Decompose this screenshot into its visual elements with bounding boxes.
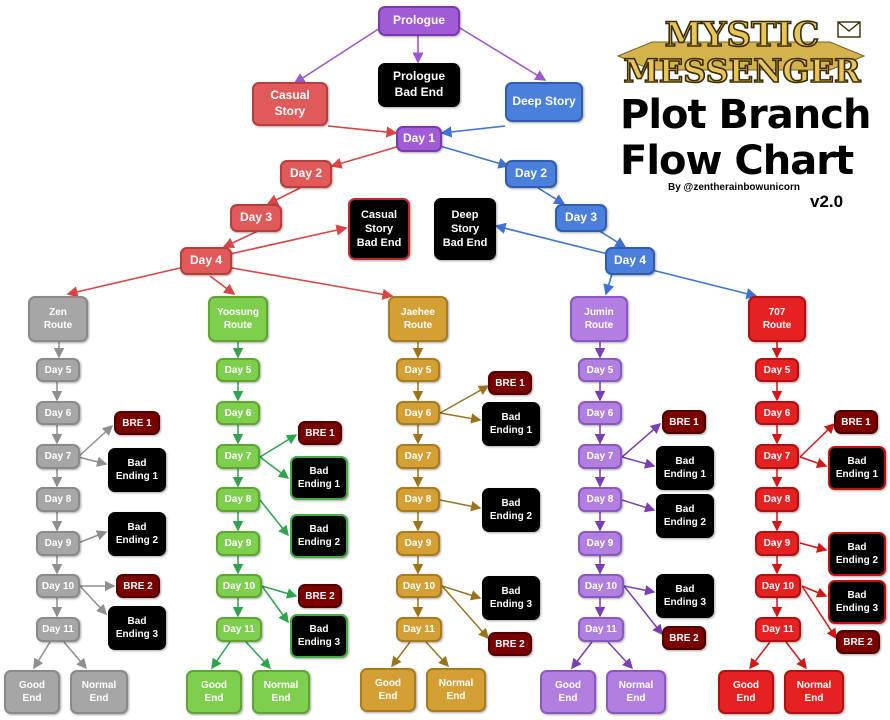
jumin-bad-ending-2-node[interactable]: Bad Ending 2 [656,494,714,538]
jaehee-good-end-node[interactable]: Good End [360,668,416,712]
prologue-node[interactable]: Prologue [378,6,460,36]
707-bre-2-node[interactable]: BRE 2 [836,630,880,654]
prologue-bad-end-node[interactable]: Prologue Bad End [378,63,460,107]
author-byline: By @zentherainbowunicorn [668,182,800,193]
707-day-10-node[interactable]: Day 10 [755,574,801,598]
707-day-8-node[interactable]: Day 8 [755,487,799,512]
707-day-6-node[interactable]: Day 6 [755,401,799,425]
jumin-day-7-node[interactable]: Day 7 [578,444,622,469]
yoosung-good-end-node[interactable]: Good End [186,670,242,714]
jumin-day-11-node[interactable]: Day 11 [578,617,624,642]
envelope-icon [837,21,861,38]
zen-bre-1-node[interactable]: BRE 1 [114,411,160,435]
yoosung-normal-end-node[interactable]: Normal End [252,670,310,714]
casual-day-4-node[interactable]: Day 4 [180,247,232,275]
yoosung-day-10-node[interactable]: Day 10 [216,574,262,598]
jaehee-day-10-node[interactable]: Day 10 [396,574,442,598]
jaehee-bad-ending-2-node[interactable]: Bad Ending 2 [482,488,540,532]
chart-title: Plot Branch Flow Chart [620,92,871,184]
zen-day-9-node[interactable]: Day 9 [36,531,80,556]
zen-day-6-node[interactable]: Day 6 [36,401,80,425]
jaehee-route-node[interactable]: Jaehee Route [388,296,448,342]
yoosung-day-5-node[interactable]: Day 5 [216,358,260,382]
zen-bad-ending-2-node[interactable]: Bad Ending 2 [108,512,166,556]
jaehee-normal-end-node[interactable]: Normal End [426,668,486,712]
zen-normal-end-node[interactable]: Normal End [70,670,128,714]
day-1-node[interactable]: Day 1 [396,126,442,152]
logo-line-1: MYSTIC [665,15,820,55]
jumin-normal-end-node[interactable]: Normal End [606,670,666,714]
jumin-good-end-node[interactable]: Good End [540,670,596,714]
707-good-end-node[interactable]: Good End [718,670,774,714]
jumin-day-8-node[interactable]: Day 8 [578,487,622,512]
jaehee-bre-1-node[interactable]: BRE 1 [488,371,532,395]
casual-story-bad-end-node[interactable]: Casual Story Bad End [348,198,410,260]
jaehee-day-5-node[interactable]: Day 5 [396,358,440,382]
zen-day-8-node[interactable]: Day 8 [36,487,80,512]
deep-day-2-node[interactable]: Day 2 [505,160,557,188]
zen-day-10-node[interactable]: Day 10 [36,574,80,598]
707-day-7-node[interactable]: Day 7 [755,444,799,469]
707-route-node[interactable]: 707 Route [748,296,806,342]
707-bad-ending-1-node[interactable]: Bad Ending 1 [828,446,886,490]
jaehee-bad-ending-1-node[interactable]: Bad Ending 1 [482,402,540,446]
yoosung-day-8-node[interactable]: Day 8 [216,487,260,512]
707-normal-end-node[interactable]: Normal End [784,670,844,714]
yoosung-bad-ending-3-node[interactable]: Bad Ending 3 [290,614,348,658]
casual-story-node[interactable]: Casual Story [252,82,328,126]
deep-story-bad-end-node[interactable]: Deep Story Bad End [434,198,496,260]
zen-bad-ending-1-node[interactable]: Bad Ending 1 [108,448,166,492]
casual-day-2-node[interactable]: Day 2 [280,160,332,188]
jaehee-day-9-node[interactable]: Day 9 [396,531,440,556]
jumin-bad-ending-1-node[interactable]: Bad Ending 1 [656,446,714,490]
jumin-route-node[interactable]: Jumin Route [570,296,628,342]
logo-line-2: MESSENGER [623,52,861,90]
jumin-day-10-node[interactable]: Day 10 [578,574,624,598]
jumin-day-6-node[interactable]: Day 6 [578,401,622,425]
jaehee-day-7-node[interactable]: Day 7 [396,444,440,469]
deep-day-3-node[interactable]: Day 3 [555,204,607,232]
jumin-bad-ending-3-node[interactable]: Bad Ending 3 [656,574,714,618]
jaehee-bre-2-node[interactable]: BRE 2 [488,632,532,656]
jaehee-day-11-node[interactable]: Day 11 [396,617,442,642]
707-bre-1-node[interactable]: BRE 1 [834,410,878,434]
707-day-5-node[interactable]: Day 5 [755,358,799,382]
zen-day-11-node[interactable]: Day 11 [36,617,80,642]
yoosung-bad-ending-1-node[interactable]: Bad Ending 1 [290,456,348,500]
yoosung-day-7-node[interactable]: Day 7 [216,444,260,469]
version-label: v2.0 [810,192,844,211]
yoosung-day-6-node[interactable]: Day 6 [216,401,260,425]
deep-story-node[interactable]: Deep Story [505,82,583,122]
jumin-bre-2-node[interactable]: BRE 2 [662,626,706,650]
yoosung-bre-1-node[interactable]: BRE 1 [298,421,342,445]
jaehee-day-8-node[interactable]: Day 8 [396,487,440,512]
zen-bre-2-node[interactable]: BRE 2 [116,574,160,598]
jumin-day-9-node[interactable]: Day 9 [578,531,622,556]
yoosung-bad-ending-2-node[interactable]: Bad Ending 2 [290,514,348,558]
jaehee-bad-ending-3-node[interactable]: Bad Ending 3 [482,576,540,620]
yoosung-day-11-node[interactable]: Day 11 [216,617,262,642]
zen-day-5-node[interactable]: Day 5 [36,358,80,382]
yoosung-bre-2-node[interactable]: BRE 2 [298,584,342,608]
707-day-11-node[interactable]: Day 11 [755,617,801,642]
707-bad-ending-2-node[interactable]: Bad Ending 2 [828,532,886,576]
jumin-day-5-node[interactable]: Day 5 [578,358,622,382]
mystic-messenger-logo: MYSTIC MESSENGER [616,14,866,90]
yoosung-route-node[interactable]: Yoosung Route [208,296,268,342]
casual-day-3-node[interactable]: Day 3 [230,204,282,232]
jaehee-day-6-node[interactable]: Day 6 [396,401,440,425]
zen-bad-ending-3-node[interactable]: Bad Ending 3 [108,606,166,650]
zen-good-end-node[interactable]: Good End [4,670,60,714]
zen-route-node[interactable]: Zen Route [28,296,88,342]
707-bad-ending-3-node[interactable]: Bad Ending 3 [828,580,886,624]
yoosung-day-9-node[interactable]: Day 9 [216,531,260,556]
zen-day-7-node[interactable]: Day 7 [36,444,80,469]
707-day-9-node[interactable]: Day 9 [755,531,799,556]
jumin-bre-1-node[interactable]: BRE 1 [662,410,706,434]
deep-day-4-node[interactable]: Day 4 [605,247,655,275]
